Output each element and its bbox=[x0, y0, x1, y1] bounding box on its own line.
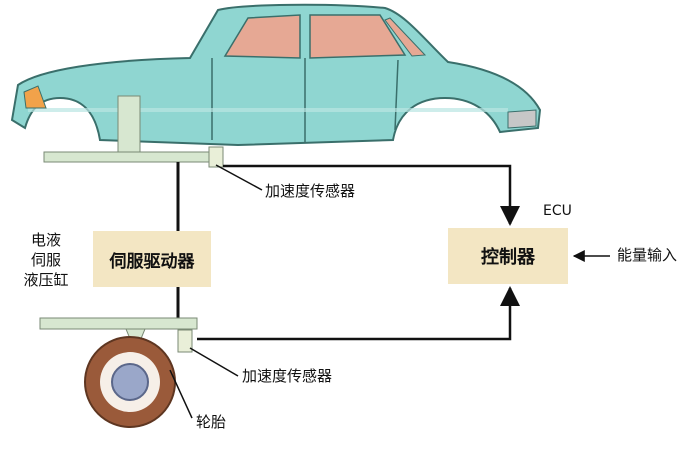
lower-sensor-line bbox=[197, 286, 520, 341]
upper-accel-leader bbox=[215, 164, 263, 191]
hydraulic-cylinder-line-3: 液压缸 bbox=[23, 271, 69, 289]
ecu-label: ECU bbox=[543, 203, 572, 219]
car-front-window bbox=[309, 14, 407, 59]
car-side-trim bbox=[28, 108, 508, 112]
hydraulic-cylinder-line-2: 伺服 bbox=[30, 251, 61, 269]
car-rear-window bbox=[223, 14, 301, 59]
car-taillight bbox=[507, 109, 537, 129]
tire-wheel bbox=[84, 336, 176, 428]
car-windshield bbox=[384, 17, 427, 57]
tire-label: 轮胎 bbox=[196, 413, 227, 431]
controller-label: 控制器 bbox=[481, 247, 535, 268]
lower-accel-leader bbox=[189, 347, 239, 377]
servo-driver-label: 伺服驱动器 bbox=[109, 251, 195, 272]
car-illustration bbox=[10, 3, 542, 147]
tire-leader bbox=[169, 369, 193, 419]
upper-sensor-line bbox=[223, 164, 520, 226]
energy-input-label: 能量输入 bbox=[617, 246, 678, 264]
hydraulic-cylinder-label: 电液 伺服 液压缸 bbox=[14, 230, 78, 290]
servo-driver-box: 伺服驱动器 bbox=[93, 231, 211, 287]
lower-accel-label: 加速度传感器 bbox=[242, 367, 333, 385]
controller-box: 控制器 bbox=[448, 228, 568, 284]
car-headlight bbox=[23, 85, 47, 109]
upper-accel-label: 加速度传感器 bbox=[265, 182, 356, 200]
upper-accel-sensor bbox=[208, 146, 224, 168]
hydraulic-cylinder-line-1: 电液 bbox=[30, 231, 61, 249]
lower-accel-sensor bbox=[177, 329, 193, 353]
car-door-line bbox=[211, 58, 399, 142]
